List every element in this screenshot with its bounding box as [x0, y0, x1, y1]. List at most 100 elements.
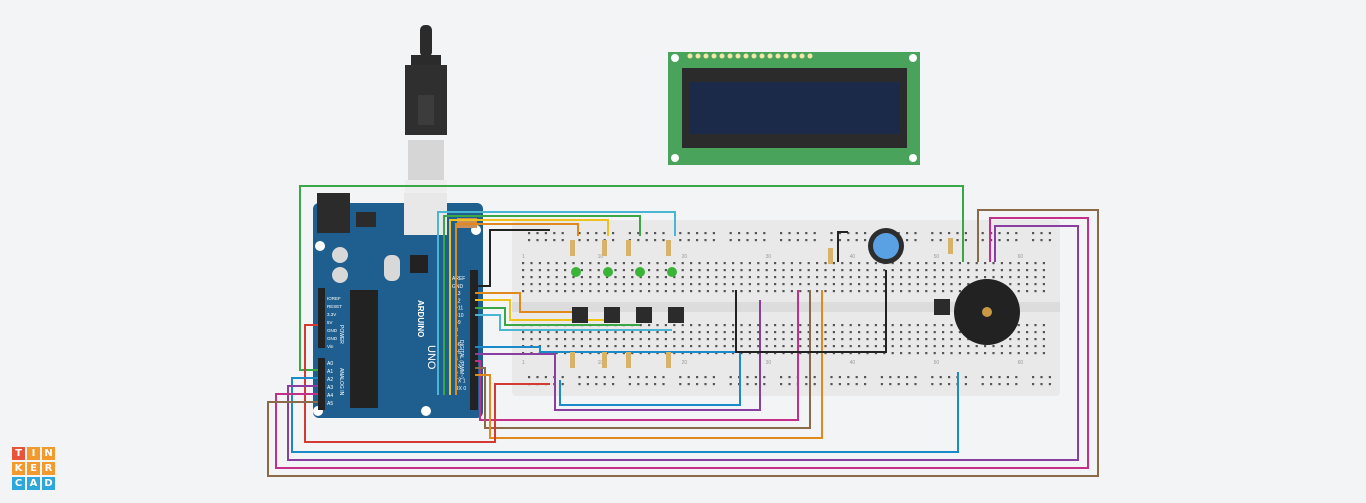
rail-hole [914, 232, 917, 235]
breadboard-hole [723, 338, 726, 341]
breadboard-hole [866, 276, 869, 279]
breadboard-hole [564, 352, 567, 355]
breadboard-hole [874, 290, 877, 293]
breadboard-hole [664, 262, 667, 265]
rail-hole [528, 232, 531, 235]
digital-label: DIGITAL (PWM~) [458, 340, 464, 379]
breadboard-hole [555, 276, 558, 279]
breadboard-hole [908, 283, 911, 286]
pushbuttons[interactable] [572, 299, 950, 323]
breadboard-hole [572, 283, 575, 286]
breadboard-hole [866, 290, 869, 293]
breadboard-hole [866, 331, 869, 334]
breadboard-hole [589, 331, 592, 334]
breadboard-hole [874, 324, 877, 327]
rail-hole [603, 376, 606, 379]
breadboard-hole [547, 338, 550, 341]
breadboard-hole [900, 338, 903, 341]
breadboard-hole [958, 331, 961, 334]
breadboard-hole [824, 345, 827, 348]
rail-hole [998, 376, 1001, 379]
breadboard-hole [916, 324, 919, 327]
breadboard-hole [681, 290, 684, 293]
rail-hole [906, 232, 909, 235]
rail-hole [654, 376, 657, 379]
breadboard-hole [765, 345, 768, 348]
breadboard-hole [606, 276, 609, 279]
breadboard-hole [1017, 338, 1020, 341]
rail-hole [704, 239, 707, 242]
breadboard-hole [841, 262, 844, 265]
breadboard-hole [975, 262, 978, 265]
breadboard-hole [816, 269, 819, 272]
rail-hole [1040, 232, 1043, 235]
rail-hole [788, 383, 791, 386]
rail-hole [763, 232, 766, 235]
breadboard-hole [874, 283, 877, 286]
rail-hole [914, 376, 917, 379]
breadboard-hole [564, 345, 567, 348]
breadboard-hole [933, 345, 936, 348]
breadboard-hole [883, 290, 886, 293]
rail-hole [536, 376, 539, 379]
breadboard-hole [706, 269, 709, 272]
breadboard-hole [664, 352, 667, 355]
breadboard-hole [522, 262, 525, 265]
breadboard-hole [849, 345, 852, 348]
breadboard-hole [816, 283, 819, 286]
resistors[interactable] [570, 238, 953, 368]
column-number: 40 [850, 360, 856, 366]
arduino-brand: ARDUINO [416, 300, 425, 337]
breadboard-hole [858, 290, 861, 293]
breadboard-hole [564, 269, 567, 272]
rail-hole [964, 239, 967, 242]
rail-hole [931, 232, 934, 235]
rail-hole [628, 232, 631, 235]
rail-hole [964, 376, 967, 379]
breadboard-hole [1042, 269, 1045, 272]
rail-hole [1040, 376, 1043, 379]
rail-hole [864, 376, 867, 379]
analog-pin-label: A5 [327, 401, 333, 407]
breadboard-hole [597, 269, 600, 272]
breadboard-hole [631, 331, 634, 334]
breadboard-hole [933, 269, 936, 272]
buzzer[interactable] [954, 279, 1020, 345]
breadboard-hole [572, 338, 575, 341]
lcd-display[interactable] [668, 52, 920, 165]
rail-hole [754, 383, 757, 386]
rail-hole [830, 376, 833, 379]
breadboard-hole [1009, 269, 1012, 272]
breadboard-hole [538, 290, 541, 293]
breadboard-hole [1034, 324, 1037, 327]
breadboard-hole [698, 269, 701, 272]
breadboard-hole [799, 345, 802, 348]
breadboard-hole [916, 269, 919, 272]
breadboard-hole [1026, 290, 1029, 293]
leds[interactable] [571, 267, 677, 277]
potentiometer[interactable] [868, 228, 904, 264]
rail-hole [679, 232, 682, 235]
breadboard-hole [639, 283, 642, 286]
breadboard-hole [572, 262, 575, 265]
rail-hole [654, 383, 657, 386]
column-number: 10 [598, 254, 604, 260]
column-number: 30 [766, 254, 772, 260]
rail-hole [956, 232, 959, 235]
breadboard-hole [1026, 269, 1029, 272]
logo-letter: E [27, 462, 40, 475]
rail-hole [763, 383, 766, 386]
breadboard-hole [748, 283, 751, 286]
breadboard-hole [631, 262, 634, 265]
breadboard-hole [765, 269, 768, 272]
breadboard-hole [606, 290, 609, 293]
rail-hole [939, 239, 942, 242]
wires[interactable] [267, 185, 1099, 477]
arduino-uno[interactable]: ARDUINO UNO AREF GND 1312~11~10~987~6~54… [313, 193, 483, 418]
breadboard-hole [732, 262, 735, 265]
breadboard-hole [824, 324, 827, 327]
breadboard-hole [849, 262, 852, 265]
breadboard-hole [698, 283, 701, 286]
